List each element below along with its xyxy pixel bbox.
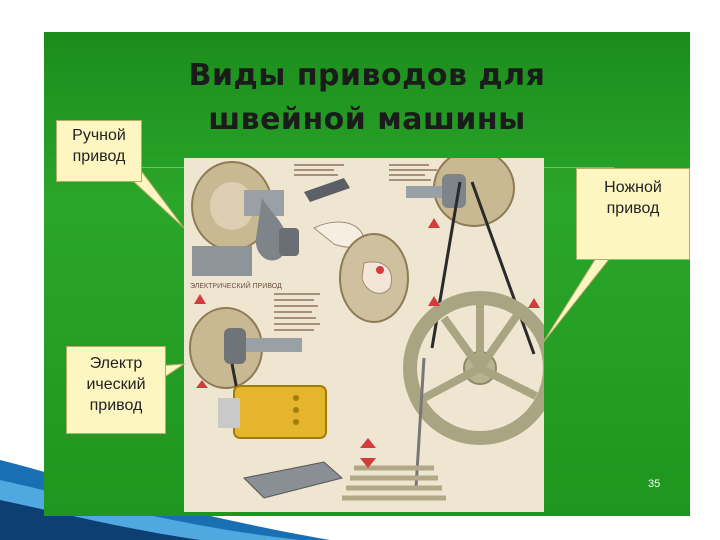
- slide-page-number: 35: [648, 478, 661, 490]
- sewing-drive-poster: ЭЛЕКТРИЧЕСКИЙ ПРИВОД: [184, 158, 544, 512]
- slide-title-line-1: Виды приводов для: [188, 58, 546, 93]
- slide-title: Виды приводов для швейной машины: [44, 54, 690, 142]
- callout-pointers: [131, 171, 612, 377]
- callout-electric-drive: Электр ический привод: [66, 346, 166, 434]
- callout-manual-drive: Ручной привод: [56, 120, 142, 182]
- slide-title-line-2: швейной машины: [208, 102, 526, 137]
- callout-electric-line-1: Электр: [89, 355, 143, 372]
- callout-foot-line-2: привод: [606, 200, 660, 217]
- callout-foot-drive: Ножной привод: [576, 168, 690, 260]
- poster-electric-heading: ЭЛЕКТРИЧЕСКИЙ ПРИВОД: [190, 281, 282, 290]
- callout-electric-line-2: ический: [86, 376, 146, 393]
- callout-electric-line-3: привод: [89, 397, 143, 414]
- corner-swoosh-decoration: [0, 460, 330, 540]
- slide: Виды приводов для швейной машины: [44, 32, 690, 516]
- poster-illustration: ЭЛЕКТРИЧЕСКИЙ ПРИВОД: [184, 158, 544, 512]
- callout-manual-line-1: Ручной: [72, 127, 126, 144]
- pointer-foot: [541, 257, 612, 345]
- callout-manual-line-2: привод: [72, 148, 126, 165]
- callout-foot-line-1: Ножной: [604, 179, 662, 196]
